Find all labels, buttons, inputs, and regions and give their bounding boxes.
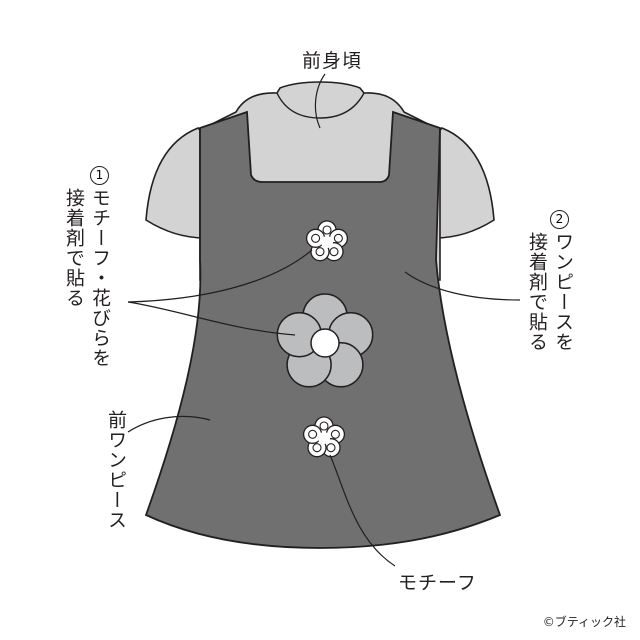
motif-flower-top	[305, 220, 349, 262]
leader-mae-onepiece	[127, 415, 211, 433]
bodice-neck	[276, 92, 365, 119]
petal-flower-large	[276, 293, 374, 388]
label-motif: モチーフ	[398, 572, 477, 594]
label-mae-onepiece: 前ワンピース	[105, 410, 127, 530]
label-step1-line2: 接着剤で貼る	[63, 188, 85, 308]
leader-step1-a	[127, 249, 313, 303]
motif-flower-bottom	[302, 416, 346, 458]
leader-step1-b	[127, 301, 296, 336]
step2-number: 2	[550, 210, 569, 229]
label-step2-line2: 接着剤で貼る	[526, 232, 548, 352]
label-step1-line1: モチーフ・花びらを	[89, 188, 111, 368]
leader-maemigoro	[314, 73, 326, 129]
label-step2: 2	[550, 208, 569, 233]
left-sleeve	[145, 127, 211, 239]
right-sleeve	[429, 127, 495, 239]
leader-step2	[404, 271, 521, 301]
copyright-text: ©ブティック社	[542, 615, 626, 629]
leader-motif	[329, 454, 396, 567]
step1-number: 1	[90, 166, 109, 185]
label-step2-line1: ワンピースを	[552, 232, 574, 352]
label-maemigoro: 前身頃	[302, 50, 363, 72]
